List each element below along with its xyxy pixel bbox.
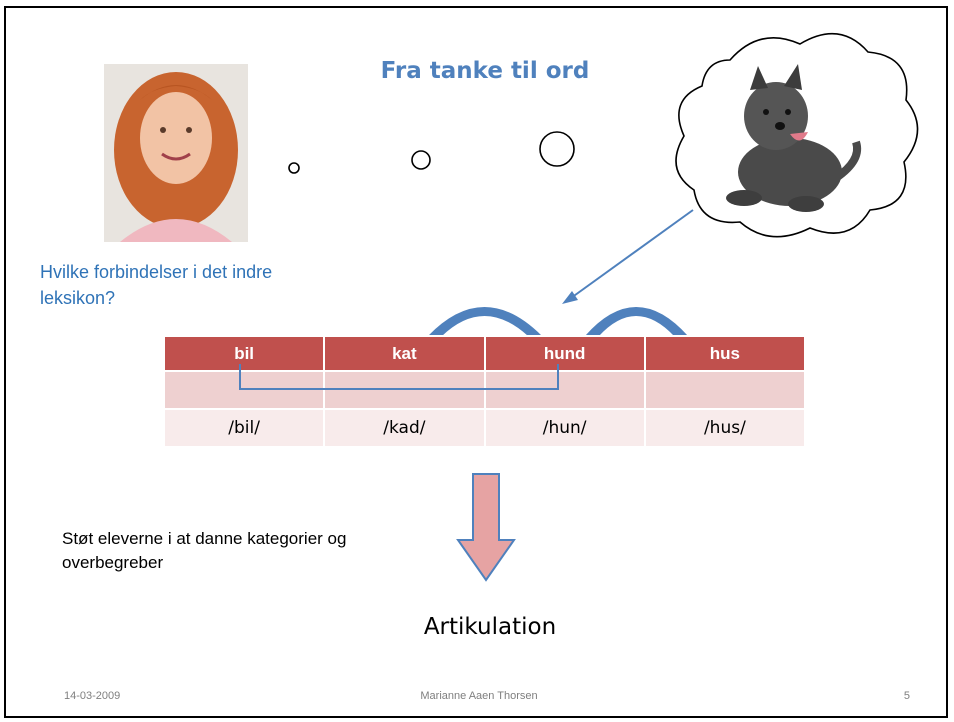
- footer-date: 14-03-2009: [64, 690, 121, 702]
- word-cell: bil: [162, 335, 326, 372]
- support-text: Støt eleverne i at danne kategorier og o…: [62, 529, 347, 572]
- footer-author: Marianne Aaen Thorsen: [420, 690, 538, 702]
- phonology-cell: /hus/: [643, 408, 807, 448]
- bil-hund-bracket: [239, 364, 559, 390]
- lexicon-table: bil kat hund hus /bil/ /kad/ /hun/ /hus/: [162, 335, 807, 448]
- thought-bubble-medium: [411, 150, 431, 170]
- girl-photo: [104, 64, 248, 242]
- slide-title: Fra tanke til ord: [380, 58, 590, 84]
- thought-bubbles: [288, 131, 575, 174]
- table-header-row: bil kat hund hus: [162, 335, 807, 372]
- word-cell: hus: [643, 335, 807, 372]
- phonology-cell: /bil/: [162, 408, 326, 448]
- pointer-arrow: [562, 209, 694, 304]
- question-text: Hvilke forbindelser i det indre leksikon…: [40, 262, 273, 308]
- word-cell: kat: [323, 335, 486, 372]
- arc-kat-hund: [428, 307, 542, 336]
- phonology-cell: /hun/: [483, 408, 646, 448]
- thought-cloud: [675, 32, 919, 238]
- phonology-cell: /kad/: [323, 408, 486, 448]
- connection-arcs: [428, 307, 688, 336]
- thought-bubble-small: [288, 162, 300, 174]
- dog-image: [726, 64, 861, 212]
- articulation-label: Artikulation: [423, 614, 557, 640]
- thought-bubble-large: [539, 131, 575, 167]
- down-arrow: [456, 473, 516, 582]
- arc-hund-hus: [585, 307, 688, 336]
- word-cell: hund: [483, 335, 646, 372]
- slide-frame: [4, 6, 948, 718]
- footer-page-number: 5: [903, 690, 910, 702]
- table-phonology-row: /bil/ /kad/ /hun/ /hus/: [162, 408, 807, 448]
- middle-cell: [643, 370, 807, 410]
